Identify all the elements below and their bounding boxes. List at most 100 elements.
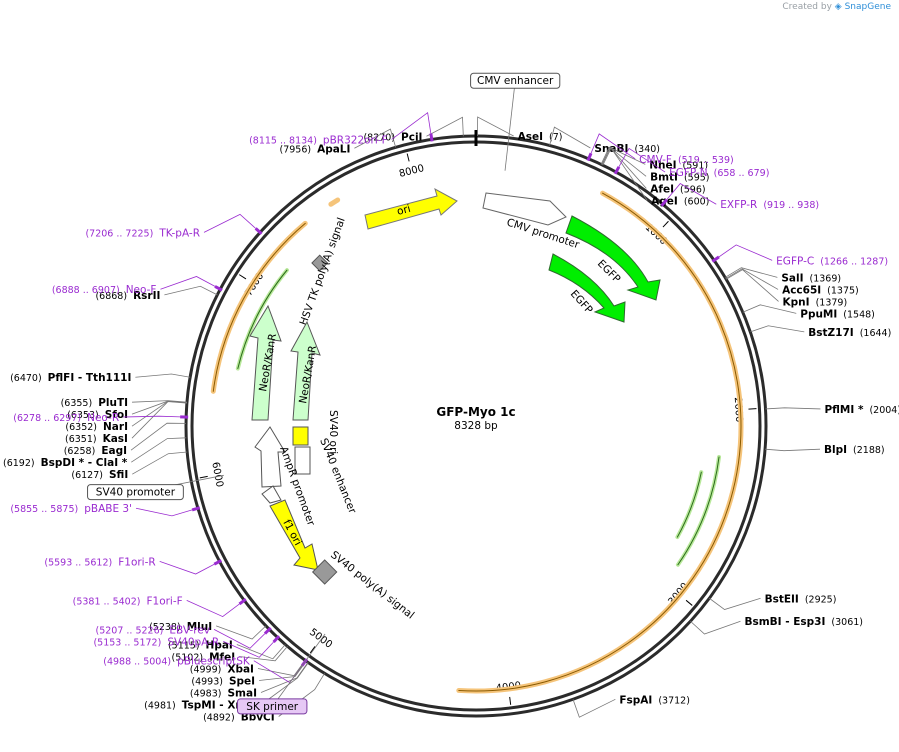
feature-ori[interactable] (364, 187, 458, 230)
site-label[interactable]: (6355)PluTI (61, 397, 128, 409)
tick-label: 5000 (307, 627, 334, 651)
primer-label[interactable]: EXFP-R(919 .. 938) (720, 199, 819, 211)
site-position: (6127) (71, 470, 103, 481)
primer-leader-line (160, 276, 216, 290)
credit-prefix: Created by (782, 2, 832, 12)
primer-label[interactable]: (5593 .. 5612)F1ori-R (44, 556, 155, 568)
feature-f1-ori-label: f1 ori (280, 518, 303, 548)
feature-sv40-polya[interactable] (311, 559, 338, 585)
site-leader-line (132, 451, 188, 475)
site-name: SfoI (105, 409, 128, 421)
site-label[interactable]: AgeI(600) (651, 195, 709, 207)
primer-position: (4988 .. 5004) (103, 657, 171, 668)
primer-label[interactable]: (5381 .. 5402)F1ori-F (73, 595, 183, 607)
site-label[interactable]: (5102)MfeI (171, 652, 235, 664)
site-name: RsrII (133, 290, 160, 302)
feature-neor-kanr-1[interactable] (249, 304, 282, 421)
site-label[interactable]: (5238)MluI (149, 621, 212, 633)
feature-egfp-1[interactable] (565, 215, 661, 301)
primer-mark (214, 285, 223, 292)
boxed-label-text[interactable]: SK primer (246, 701, 298, 713)
feature-sv40-ori[interactable] (292, 426, 309, 446)
primer-label[interactable]: EGFP-N(658 .. 679) (669, 167, 769, 179)
site-position: (595) (684, 172, 710, 183)
site-position: (4993) (191, 677, 223, 688)
site-leader-line (261, 662, 309, 705)
site-label[interactable]: FspAI(3712) (619, 694, 690, 706)
primer-label[interactable]: (4988 .. 5004)pBluescriptSK (103, 656, 251, 668)
site-label[interactable]: AfeI(596) (650, 183, 705, 195)
site-label[interactable]: (6127)SfiI (71, 469, 128, 481)
site-leader-line (239, 646, 288, 662)
site-label[interactable]: BlpI(2188) (824, 444, 885, 456)
feature-hsv-tk-polya[interactable] (311, 254, 329, 272)
site-position: (591) (683, 160, 709, 171)
site-leader-line (215, 625, 267, 640)
site-label[interactable]: (6258)EagI (64, 445, 127, 457)
primer-label[interactable]: (6278 .. 6297)Neo-R (13, 412, 119, 424)
primer-label[interactable]: (8115 .. 8134)pBR322ori-F (249, 134, 388, 146)
feature-neor-kanr-2[interactable] (290, 320, 321, 421)
feature-f1-ori[interactable] (269, 499, 319, 571)
site-label[interactable]: (4999)XbaI (190, 664, 254, 676)
feature-sv40-enhancer[interactable] (294, 446, 311, 475)
site-label[interactable]: (6470)PflFI - Tth111I (10, 372, 131, 384)
site-label[interactable]: (4983)SmaI (190, 688, 257, 700)
tick-mark (509, 696, 512, 705)
site-name: PflMI * (824, 404, 863, 416)
site-label[interactable]: (6192)BspDI * - ClaI * (3, 457, 128, 469)
site-position: (1644) (860, 328, 892, 339)
tick-label: 6000 (209, 461, 225, 488)
restriction-sites-layer: AseI(7)SnaBI(340)NheI(591)BmtI(595)AfeI(… (3, 116, 899, 724)
site-label[interactable]: (6351)KasI (65, 433, 128, 445)
site-leader-line (131, 401, 187, 439)
primer-mark (660, 198, 668, 207)
site-label[interactable]: (6352)NarI (65, 421, 128, 433)
primer-position: (5593 .. 5612) (44, 557, 112, 568)
primer-name: EXFP-R (720, 199, 757, 211)
site-name: SmaI (227, 688, 257, 700)
tick-label: 8000 (398, 163, 425, 180)
boxed-label-text[interactable]: CMV enhancer (477, 75, 554, 87)
primer-mark (586, 152, 593, 162)
site-leader-line (135, 373, 191, 378)
site-label[interactable]: NheI(591) (649, 159, 708, 171)
site-position: (3712) (658, 695, 690, 706)
site-label[interactable]: PpuMI(1548) (800, 308, 875, 320)
site-label[interactable]: (7956)ApaLI (279, 143, 350, 155)
site-label[interactable]: SalI(1369) (781, 272, 841, 284)
site-label[interactable]: BstEII(2925) (765, 593, 837, 605)
site-name: AfeI (650, 183, 674, 195)
boxed-label-text[interactable]: SV40 promoter (96, 487, 176, 499)
primer-name: CMV-F (639, 154, 672, 166)
site-label[interactable]: PflMI *(2004) (824, 404, 899, 416)
primer-name: EBV-rev (169, 624, 210, 636)
site-label[interactable]: Acc65I(1375) (782, 284, 859, 296)
primer-label[interactable]: CMV-F(519 .. 539) (639, 154, 734, 166)
site-label[interactable]: (6353)SfoI (67, 409, 128, 421)
site-label[interactable]: KpnI(1379) (783, 296, 848, 308)
primer-leader-line (203, 213, 256, 233)
feature-cmv-promoter[interactable] (482, 192, 567, 226)
site-label[interactable]: (6868)RsrII (95, 290, 160, 302)
site-label[interactable]: AseI(7) (518, 131, 563, 143)
site-label[interactable]: BstZ17I(1644) (808, 327, 891, 339)
site-name: BmtI (650, 171, 678, 183)
primer-label[interactable]: EGFP-C(1266 .. 1287) (776, 255, 888, 267)
site-label[interactable]: BsmBI - Esp3I(3061) (744, 616, 863, 628)
feature-egfp-2[interactable] (548, 253, 626, 323)
site-label[interactable]: (4892)BbvCI (203, 712, 275, 724)
site-label[interactable]: (4993)SpeI (191, 676, 255, 688)
site-label[interactable]: (8270)PciI (363, 131, 422, 143)
site-leader-line (130, 422, 187, 451)
site-label[interactable]: BmtI (595) (650, 171, 709, 183)
orf-arc-left-line (212, 222, 306, 392)
primer-label[interactable]: (5153 .. 5172)SV40pA-R (93, 636, 219, 648)
feature-ampr-promoter[interactable] (254, 426, 286, 488)
site-leader-line (724, 267, 778, 278)
primer-label[interactable]: (7206 .. 7225)TK-pA-R (85, 227, 200, 239)
primer-label[interactable]: (5855 .. 5875)pBABE 3' (10, 503, 132, 515)
primer-label[interactable]: (5207 .. 5226)EBV-rev (95, 624, 210, 636)
orf-arc-small (328, 197, 341, 207)
primer-label[interactable]: (6888 .. 6907)Neo-F (52, 284, 157, 296)
